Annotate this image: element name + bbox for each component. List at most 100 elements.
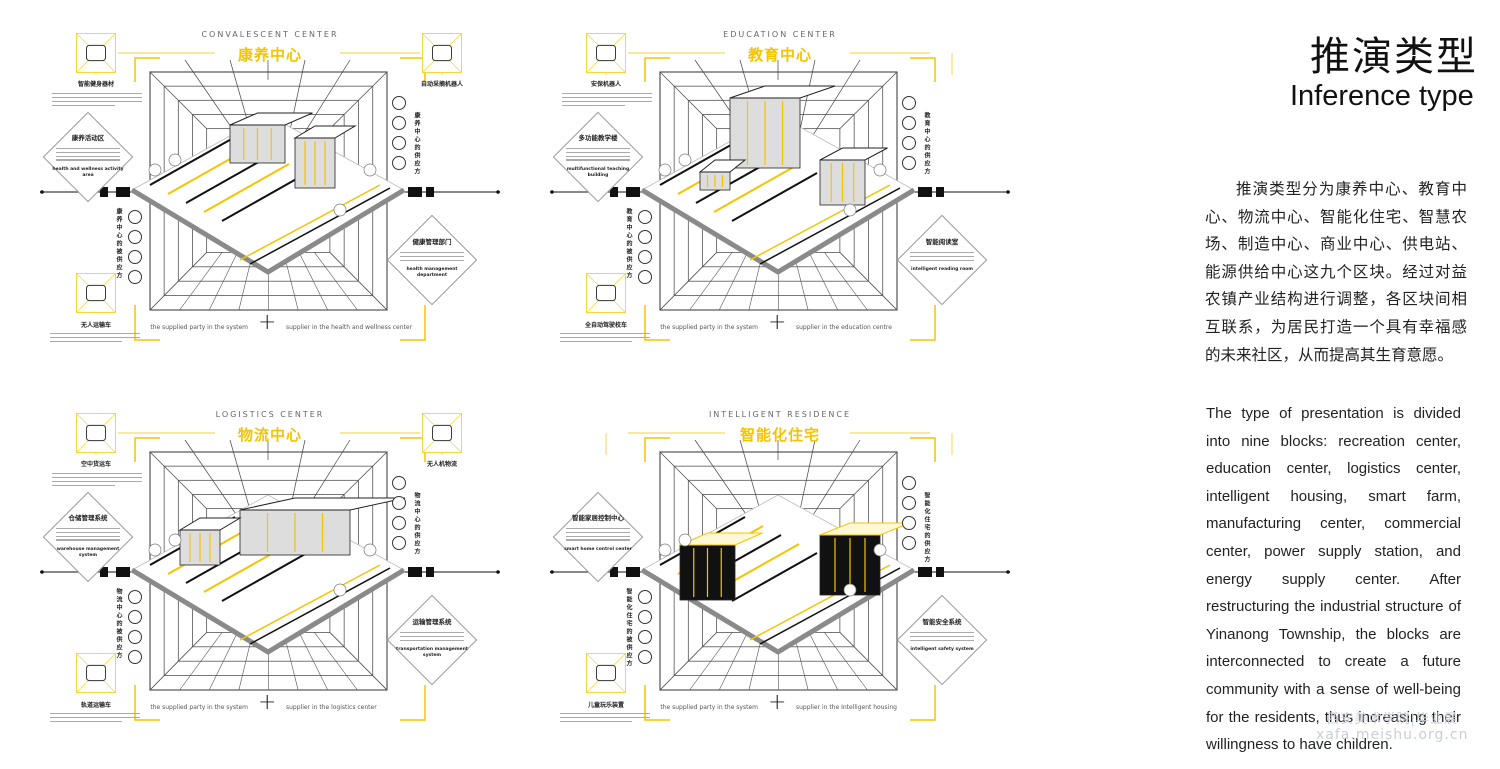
cross-guide-icon [422,413,462,453]
axis-dot [40,570,44,574]
supplier-vertical-label: 教育中心的供应方 [923,112,930,176]
robot-caption: 无人机物流 [426,461,457,468]
vehicle-caption: 儿童玩乐装置 [587,702,624,709]
cross-guide-icon [586,653,626,693]
axis-block [610,187,618,197]
isometric-diagram [40,432,500,721]
device-description [52,90,142,109]
axis-block [610,567,618,577]
left-info-english: warehouse management system [56,546,120,558]
axis-dot [1006,190,1010,194]
yellow-leader-line [605,432,953,455]
axis-block [626,567,640,577]
tree [843,583,857,597]
yellow-leader-line [95,432,443,455]
cross-guide-icon [422,33,462,73]
supplied-vertical-label: 智能化住宅的被供应方 [625,588,632,668]
rail-line [249,567,391,645]
left-info-title: 康养活动区 [71,134,105,142]
description-english: The type of presentation is divided into… [1206,405,1461,754]
radiating-line [739,439,761,511]
axis-block [626,187,640,197]
axis-block [100,187,108,197]
vehicle-illustration-icon [586,273,626,313]
building-roof [819,147,888,161]
supplied-party-icon [128,610,142,624]
vehicle-description [50,330,140,345]
supplier-label: supplier in the health and wellness cent… [286,324,413,331]
panel-chinese-title: 教育中心 [747,46,812,64]
device-illustration-icon [76,33,116,73]
perspective-edge [839,451,898,509]
supplier-icon [902,156,916,170]
plus-icon: + [258,310,277,335]
supplier-vertical-label: 智能化住宅的供应方 [923,492,930,564]
tree [843,203,857,217]
right-info-text: 运输管理系统 transportation management system [392,616,472,659]
floor-grid-line [179,252,223,311]
perspective-edge [149,451,207,509]
tree [148,543,162,557]
robot-illustration-icon [422,413,462,453]
floor-grid-line [329,252,388,311]
supplier-icon [902,516,916,530]
tree [333,203,347,217]
perspective-edge [659,451,717,509]
supplier-icon [392,156,406,170]
right-info-title: 智能安全系统 [922,618,962,626]
platform-edge [640,187,916,275]
axis-block [918,187,932,197]
supplier-icon [392,136,406,150]
rail-line [249,187,391,265]
radiating-line [229,439,251,511]
supplied-vertical-label: 康养中心的被供应方 [115,208,122,280]
platform-road [221,172,308,222]
floor-grid-line [824,252,868,311]
supplier-icon [392,476,406,490]
radiating-line [809,439,861,521]
radiating-line [694,439,751,521]
yellow-bracket [644,437,936,721]
building-roof [679,532,763,546]
floor-grid-line [208,252,238,311]
device-illustration-icon [76,413,116,453]
floor-grid-line [718,632,748,691]
floor-grid-line [298,252,329,311]
supplier-icon [392,516,406,530]
right-info-text: 智能阅读室 intelligent reading room [902,236,982,273]
supplied-vertical-label: 物流中心的被供应方 [115,588,122,660]
supplier-icon [392,96,406,110]
supplied-party-icon [128,270,142,284]
supplied-party-icon [128,630,142,644]
page-subtitle: Inference type [1290,80,1474,112]
cross-guide-icon [586,33,626,73]
panel-4: INTELLIGENT RESIDENCE 智能化住宅 智能家居控制中心 sma… [550,400,1010,765]
supplier-icon [392,116,406,130]
platform-road [221,552,308,602]
tree [363,543,377,557]
perspective-edge [659,71,717,129]
supplier-label: supplier in the education centre [796,324,892,331]
left-info-english: health and wellness activity area [52,166,124,178]
perspective-edge [329,71,388,129]
cross-guide-icon [76,273,116,313]
vehicle-description [560,330,650,345]
supplied-party-icon [638,590,652,604]
cross-guide-icon [76,653,116,693]
floor-grid-line [149,632,207,691]
vehicle-illustration-icon [76,653,116,693]
platform-road [731,172,818,222]
axis-block [116,567,130,577]
supplier-icon [902,116,916,130]
supplied-party-icon [128,590,142,604]
device-caption: 安保机器人 [590,81,621,88]
floor-grid-line [824,632,868,691]
building-roof [698,159,747,173]
axis-block [936,187,944,197]
axis-block [116,187,130,197]
tree [658,543,672,557]
left-info-text: 康养活动区 health and wellness activity area [48,132,128,179]
supplied-party-icon [638,270,652,284]
supplier-vertical-label: 康养中心的供应方 [413,112,420,176]
isometric-diagram [550,432,1010,721]
